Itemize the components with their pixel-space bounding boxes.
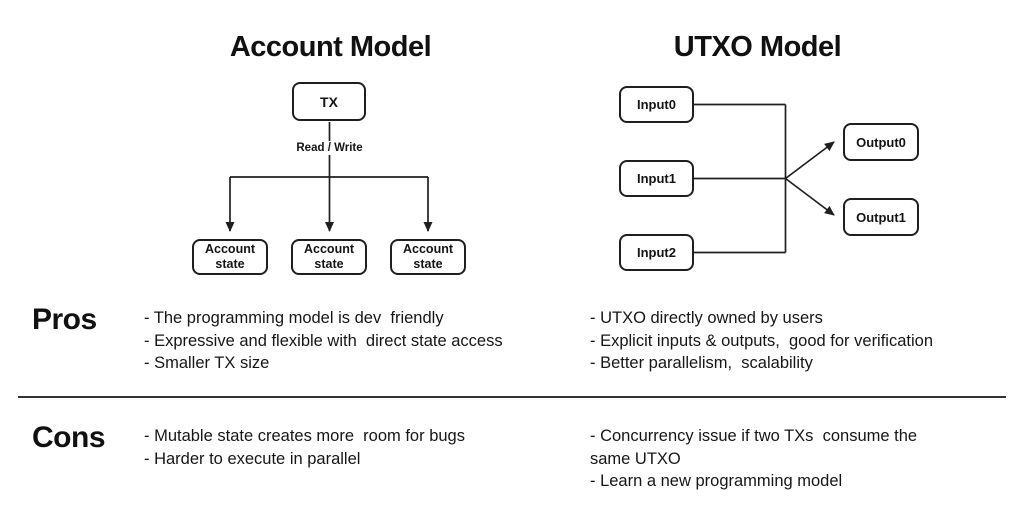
account-state-node-2: Account state	[291, 239, 367, 275]
pros-account-item-3: - Smaller TX size	[144, 354, 270, 372]
utxo-model-title: UTXO Model	[673, 31, 842, 63]
input1-node: Input1	[619, 160, 694, 197]
account-state-node-3: Account state	[390, 239, 466, 275]
pros-account-list: - The programming model is dev friendly …	[144, 307, 569, 375]
pros-utxo-item-1: - UTXO directly owned by users	[590, 309, 823, 327]
account-state-node-1: Account state	[192, 239, 268, 275]
output1-label: Output1	[856, 209, 906, 225]
input2-label: Input2	[637, 245, 676, 260]
tx-node: TX	[292, 82, 366, 121]
pros-account-item-2: - Expressive and flexible with direct st…	[144, 331, 503, 350]
output0-label: Output0	[856, 134, 906, 150]
account-state-label-2: Account state	[304, 242, 354, 271]
input0-node: Input0	[619, 86, 694, 123]
cons-account-item-2: - Harder to execute in parallel	[144, 449, 361, 468]
pros-account-item-1: - The programming model is dev friendly	[144, 309, 444, 327]
pros-utxo-item-3: - Better parallelism, scalability	[590, 354, 813, 372]
pros-utxo-list: - UTXO directly owned by users - Explici…	[590, 307, 1015, 375]
cons-heading: Cons	[32, 421, 106, 454]
cons-account-item-1: - Mutable state creates more room for bu…	[144, 427, 465, 445]
output0-node: Output0	[843, 123, 919, 161]
section-divider	[18, 396, 1006, 398]
pros-utxo-item-2: - Explicit inputs & outputs, good for ve…	[590, 331, 934, 350]
cons-utxo-list: - Concurrency issue if two TXs consume t…	[590, 425, 1015, 493]
cons-account-list: - Mutable state creates more room for bu…	[144, 425, 569, 470]
input0-label: Input0	[637, 97, 676, 112]
cons-utxo-item-2: - Learn a new programming model	[590, 472, 843, 490]
pros-heading: Pros	[32, 303, 97, 336]
account-model-title: Account Model	[229, 31, 432, 63]
read-write-edge-label: Read / Write	[279, 141, 380, 155]
account-state-label-1: Account state	[205, 242, 255, 271]
account-state-label-3: Account state	[403, 242, 453, 271]
input1-label: Input1	[637, 171, 676, 186]
input2-node: Input2	[619, 234, 694, 271]
output1-node: Output1	[843, 198, 919, 236]
tx-node-label: TX	[320, 93, 338, 110]
cons-utxo-item-1: - Concurrency issue if two TXs consume t…	[590, 427, 918, 468]
